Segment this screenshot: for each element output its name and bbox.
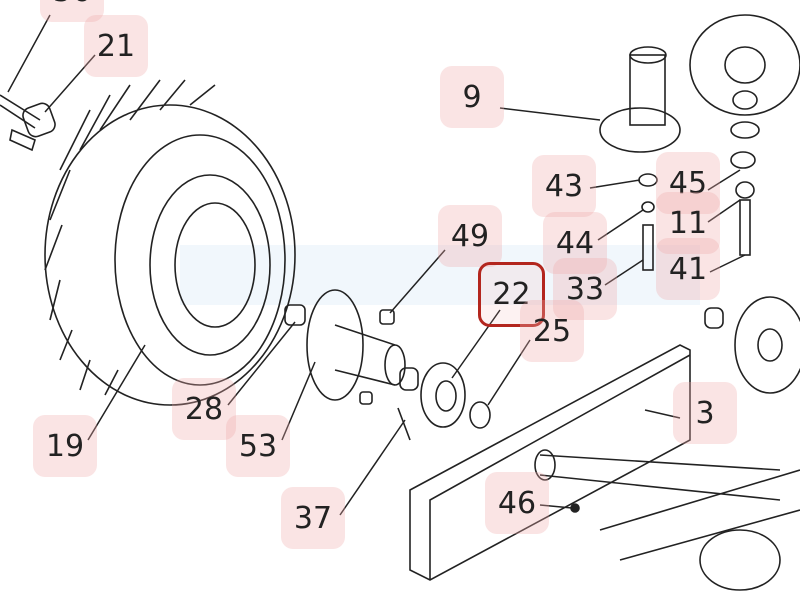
- callout-41[interactable]: 41: [656, 238, 720, 300]
- bearing-22: [420, 362, 491, 429]
- callout-37[interactable]: 37: [281, 487, 345, 549]
- callout-49[interactable]: 49: [438, 205, 502, 267]
- callout-46[interactable]: 46: [485, 472, 549, 534]
- callout-44[interactable]: 44: [543, 212, 607, 274]
- wheel-tire: [44, 79, 296, 406]
- axle-pin: [0, 94, 56, 152]
- callout-25[interactable]: 25: [520, 300, 584, 362]
- callout-21[interactable]: 21: [84, 15, 148, 77]
- hub-flange: [284, 289, 419, 441]
- callout-3[interactable]: 3: [673, 382, 737, 444]
- callout-53[interactable]: 53: [226, 415, 290, 477]
- callout-28[interactable]: 28: [172, 378, 236, 440]
- pulley-assembly: [599, 14, 800, 394]
- callout-45[interactable]: 45: [656, 152, 720, 214]
- callout-56[interactable]: 56: [40, 0, 104, 22]
- callout-19[interactable]: 19: [33, 415, 97, 477]
- leader-lines: [7, 14, 746, 516]
- callout-43[interactable]: 43: [532, 155, 596, 217]
- callout-33[interactable]: 33: [553, 258, 617, 320]
- frame-plate: [409, 344, 800, 591]
- callout-11[interactable]: 11: [656, 192, 720, 254]
- callout-9[interactable]: 9: [440, 66, 504, 128]
- callout-22-highlighted[interactable]: 22: [478, 262, 545, 327]
